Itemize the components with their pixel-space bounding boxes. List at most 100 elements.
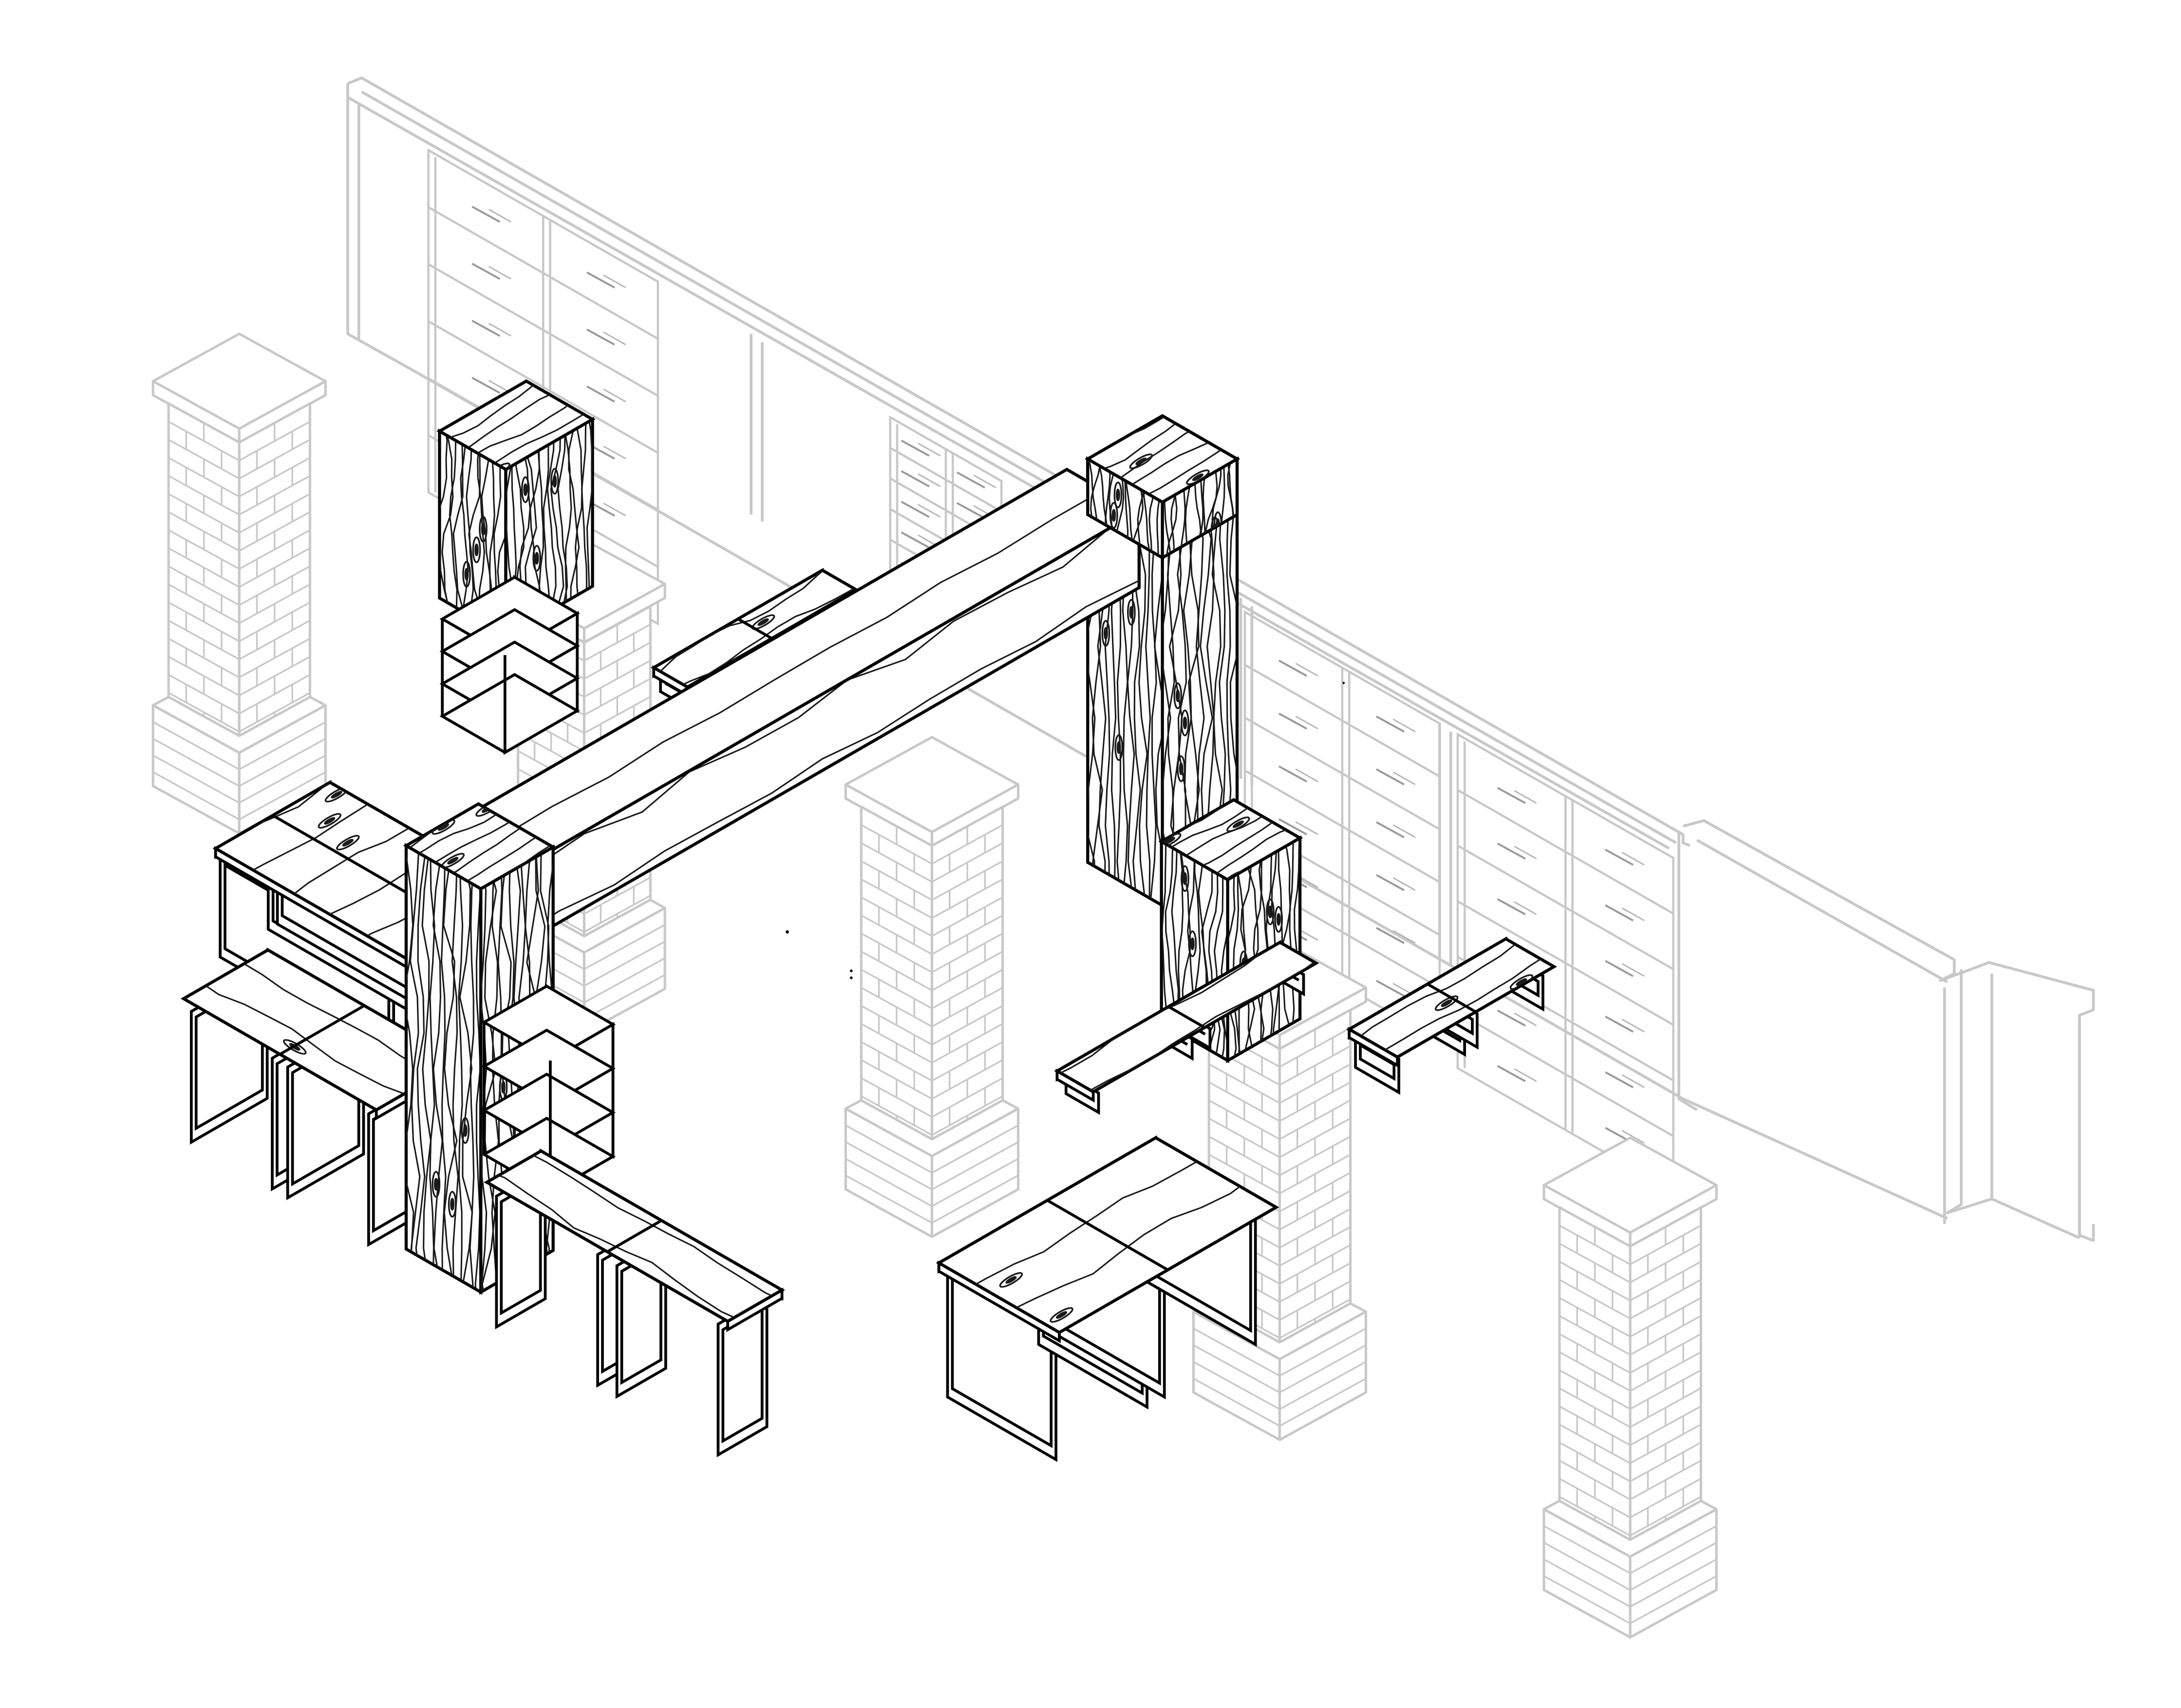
wall-left-end [346,97,418,374]
bay-book-mark [488,265,511,280]
bay-book-mark [1375,768,1405,786]
desk-seam [737,618,773,640]
brick-courses [861,824,1003,1154]
bay-book-mark [1514,901,1537,915]
stray-marks [785,681,1345,979]
pillar-back-left [151,332,327,835]
bay-book-mark [1375,874,1405,891]
bay-book-mark [1392,877,1416,891]
bay-book-mark [901,501,930,518]
desk-right-back [1054,939,1319,1115]
pillar-cap-side [1278,986,1368,1051]
bay-book-mark [603,274,626,288]
desk-seam [606,1219,662,1253]
bay-book-mark [586,271,615,289]
wall-pilaster-3 [1438,723,1452,967]
bay-book-mark [1295,662,1318,677]
pillar-base-right [1278,1310,1368,1441]
wall-pilaster-2 [1239,598,1254,786]
bay-book-mark [1605,848,1634,866]
bay-book-mark [603,388,626,403]
pillar-base-right [930,1107,1020,1239]
bay-book-mark [1295,768,1318,783]
bay-book-mark [488,208,511,223]
bay-book-mark [1279,659,1308,677]
bay-book-mark [1605,1015,1634,1033]
bay-book-mark [918,442,941,457]
pillar-base-right [1629,1508,1718,1639]
bay-book-mark [586,328,615,346]
desk-seam [279,1004,365,1056]
cabinet-left-open-shelves [439,575,580,755]
bay-book-mark [471,206,501,223]
stray-dot-2 [849,969,853,973]
pillar-center [844,736,1020,1239]
bay-book-mark [956,471,985,489]
bay-book-mark [1375,715,1405,733]
bay-book-mark [1621,851,1645,866]
stray-dot-4 [1342,681,1345,684]
desk-right-front [936,1135,1279,1462]
wood-face [1158,798,1303,882]
bay-book-mark [1514,1013,1537,1027]
pillar-far-right [1542,1136,1718,1639]
wood-face [436,379,596,471]
bay-book-mark [1514,1068,1537,1082]
wall-right-end [1677,819,2095,1242]
desk-seam [1046,1199,1169,1271]
bay-book-mark [1621,907,1645,921]
bay-book-mark [471,319,501,337]
bay-book-mark [1514,790,1537,804]
bay-book-mark [1279,713,1308,730]
bay-book-mark [603,445,626,460]
brick-courses [168,421,311,751]
base-bricks [152,721,326,821]
bay-book-mark [603,503,626,517]
bay-book-mark [1392,771,1416,786]
wood-grain [1088,459,1163,558]
desk-left-front [180,947,464,1247]
bay-book-mark [918,473,941,487]
bay-book-mark [586,385,615,403]
pillar-cap-side [1629,1183,1718,1248]
bay-book-mark [1295,715,1318,730]
bay-book-mark [1621,1074,1645,1089]
bay-book-mark [1279,818,1308,836]
bay-book-mark [1514,845,1537,860]
bay-book-mark [1375,927,1405,944]
bay-book-mark [471,376,501,394]
pillar-cap-side [930,783,1020,847]
bay-book-mark [901,439,930,457]
bay-book-mark [1605,904,1634,921]
bay-book-mark [1392,930,1416,944]
cabinet-shelf [439,673,580,754]
bay-book-mark [1392,824,1416,838]
bay-book-mark [1279,765,1308,783]
bay-book-mark [973,474,996,488]
bay-book-mark [1295,821,1318,835]
bay-book-mark [1497,787,1526,804]
wall-right-pilaster [1943,987,2081,1238]
bay-book-mark [956,502,985,519]
bay-book-mark [1375,821,1405,839]
bay-book-mark [1375,979,1405,997]
base-bricks [1193,1328,1367,1427]
bay-book-mark [1497,843,1526,860]
bay-book-mark [1621,1130,1645,1144]
desk-seam [1167,1005,1205,1029]
pillar-cap-side [238,380,327,444]
bay-book-mark [918,504,941,518]
bay-book-mark [901,531,930,549]
bay-book-mark [1605,1071,1634,1089]
column-back-left [436,379,596,639]
bay-book-mark [1392,718,1416,732]
bay-book-mark [1605,960,1634,977]
bay-book-mark [901,470,930,488]
bay-book-mark [603,331,626,345]
bay-book-mark [1497,898,1526,916]
wall-pilaster-1 [750,334,764,522]
base-bricks [845,1125,1019,1224]
bay-book-mark [488,322,511,337]
